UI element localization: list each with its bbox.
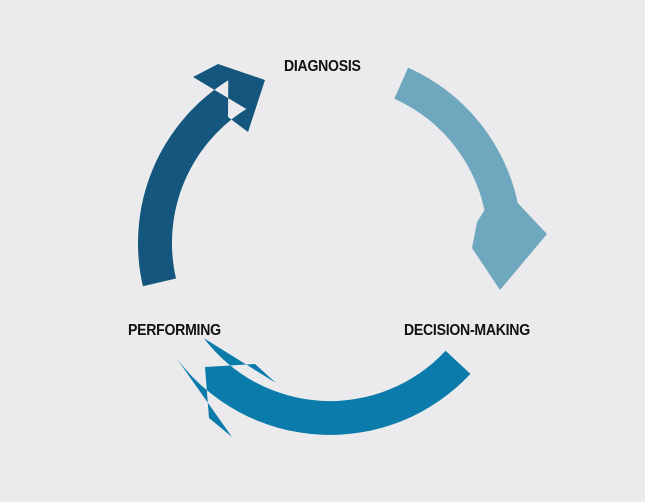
stage-label-decision-making: DECISION-MAKING bbox=[404, 322, 530, 339]
stage-label-diagnosis: DIAGNOSIS bbox=[284, 58, 361, 75]
arrow-performing-to-diagnosis bbox=[137, 64, 265, 287]
arrow-diagnosis-to-decision-making bbox=[394, 67, 547, 290]
arrow-decision-making-to-performing bbox=[176, 338, 471, 437]
stage-label-performing: PERFORMING bbox=[128, 322, 221, 339]
